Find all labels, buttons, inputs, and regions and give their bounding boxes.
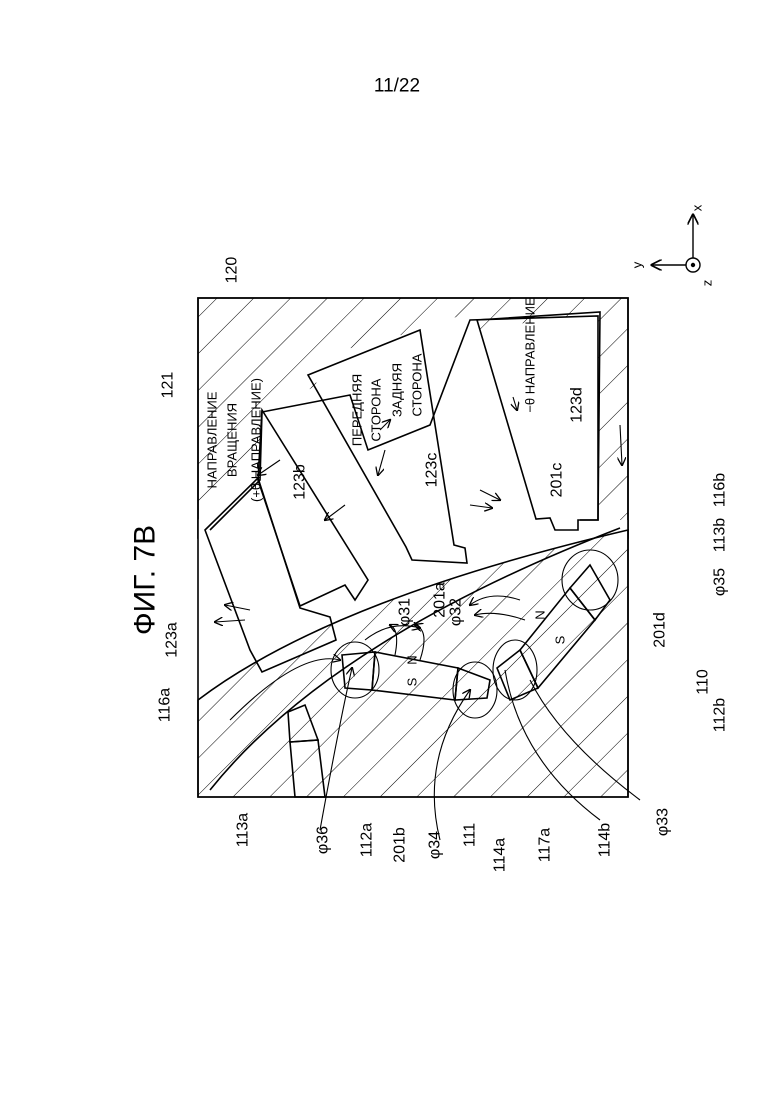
label-phi32: φ32 bbox=[448, 598, 465, 626]
pole-n-label: N bbox=[405, 655, 420, 664]
pole-s-label: S bbox=[405, 677, 420, 686]
label-117a: 117a bbox=[537, 828, 554, 863]
figure-title: ФИГ. 7B bbox=[129, 525, 162, 635]
label-113b: 113b bbox=[712, 518, 729, 553]
label-111: 111 bbox=[462, 823, 479, 847]
rotation-direction-line1: НАПРАВЛЕНИЕ bbox=[205, 391, 220, 488]
rear-side-line1: ЗАДНЯЯ bbox=[390, 363, 405, 417]
label-121: 121 bbox=[160, 372, 177, 399]
label-114a: 114a bbox=[492, 838, 509, 873]
label-phi36: φ36 bbox=[315, 826, 332, 854]
label-201a: 201a bbox=[432, 582, 449, 618]
label-123c: 123c bbox=[424, 453, 441, 488]
label-112a: 112a bbox=[359, 823, 376, 858]
axis-y-label: y bbox=[630, 261, 645, 268]
label-112b: 112b bbox=[712, 698, 729, 733]
minus-theta-direction: −θ НАПРАВЛЕНИЕ bbox=[523, 297, 538, 413]
label-114b: 114b bbox=[597, 823, 614, 858]
label-116b: 116b bbox=[712, 473, 729, 508]
pole-s-label-2: S bbox=[553, 635, 568, 644]
label-123a: 123a bbox=[164, 622, 181, 658]
label-phi33: φ33 bbox=[655, 808, 672, 836]
label-201b: 201b bbox=[392, 827, 409, 863]
page-number: 11/22 bbox=[374, 76, 420, 97]
label-phi35: φ35 bbox=[712, 568, 729, 596]
rotation-direction-line2: ВРАЩЕНИЯ bbox=[225, 403, 240, 477]
rotation-direction-line3: (+θ НАПРАВЛЕНИЕ) bbox=[249, 378, 264, 502]
label-phi31: φ31 bbox=[397, 598, 414, 626]
label-110: 110 bbox=[695, 669, 712, 695]
coordinate-axes: y x z bbox=[630, 204, 715, 286]
label-201d: 201d bbox=[652, 612, 669, 648]
front-side-line2: СТОРОНА bbox=[369, 378, 384, 441]
label-116a: 116a bbox=[157, 688, 174, 723]
label-phi34: φ34 bbox=[427, 831, 444, 859]
label-113a: 113a bbox=[235, 813, 252, 848]
rear-side-line2: СТОРОНА bbox=[410, 353, 425, 416]
front-side-line1: ПЕРЕДНЯЯ bbox=[350, 374, 365, 446]
label-123d: 123d bbox=[569, 387, 586, 423]
axis-z-label: z bbox=[700, 280, 715, 287]
axis-x-label: x bbox=[690, 204, 705, 211]
label-120: 120 bbox=[224, 257, 241, 284]
label-201c: 201c bbox=[549, 463, 566, 498]
label-123b: 123b bbox=[292, 464, 309, 500]
pole-n-label-2: N bbox=[533, 610, 548, 619]
